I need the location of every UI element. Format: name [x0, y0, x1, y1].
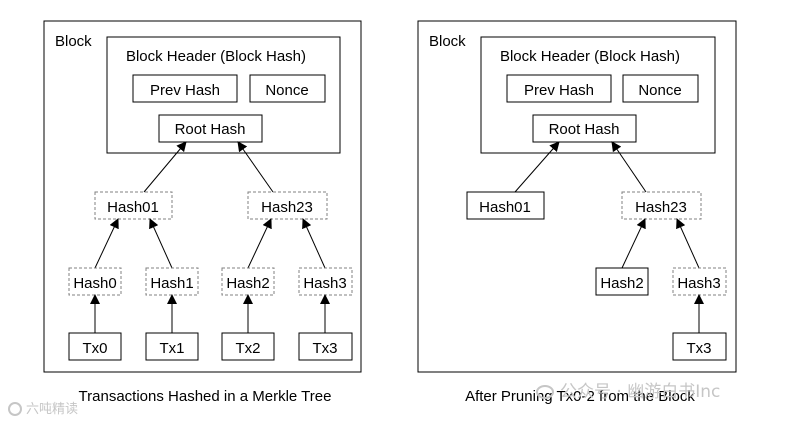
left-prev-hash-label: Prev Hash [150, 82, 220, 99]
left-tx1-box [145, 332, 199, 361]
left-block-header [106, 36, 341, 154]
right-hash2-label: Hash2 [600, 275, 643, 292]
left-hash1-label: Hash1 [150, 275, 193, 292]
left-hash01-box [94, 191, 173, 220]
left-header-label: Block Header (Block Hash) [126, 48, 306, 65]
watermark-logo-icon [8, 402, 22, 416]
right-arrow-hash01-root [514, 141, 560, 193]
right-nonce-label: Nonce [638, 82, 681, 99]
left-hash2-label: Hash2 [226, 275, 269, 292]
watermark-right-text: 公众号 · 幽游白书Inc [560, 382, 721, 402]
right-hash01-label: Hash01 [479, 199, 531, 216]
right-root-hash-box [532, 114, 637, 143]
watermark-bottom-left: 六吨精读 [8, 398, 78, 417]
right-tx3-label: Tx3 [686, 340, 711, 357]
right-arrow-hash3-hash23 [676, 218, 700, 269]
right-prev-hash-label: Prev Hash [524, 82, 594, 99]
left-arrow-hash23-root [237, 141, 274, 193]
right-hash23-box [621, 191, 702, 220]
left-block-frame [43, 20, 362, 373]
left-root-hash-box [158, 114, 263, 143]
left-block-label: Block [55, 33, 92, 50]
right-nonce-box [622, 74, 699, 103]
left-arrow-hash1-hash01 [149, 218, 173, 269]
left-prev-hash-box [132, 74, 238, 103]
watermark-bottom-right: 公众号 · 幽游白书Inc [536, 377, 720, 402]
right-arrow-hash2-hash23 [621, 218, 646, 269]
watermark-wechat-icon [536, 385, 554, 399]
left-hash01-label: Hash01 [107, 199, 159, 216]
left-arrow-hash2-hash23 [247, 218, 272, 269]
right-hash23-label: Hash23 [635, 199, 687, 216]
right-panel: Block Block Header (Block Hash) Prev Has… [417, 20, 737, 405]
right-block-header [480, 36, 716, 154]
left-tx0-label: Tx0 [82, 340, 107, 357]
right-root-hash-label: Root Hash [549, 121, 620, 138]
left-caption: Transactions Hashed in a Merkle Tree [79, 388, 332, 405]
right-hash3-label: Hash3 [677, 275, 720, 292]
left-arrow-hash3-hash23 [302, 218, 326, 269]
left-hash0-label: Hash0 [73, 275, 116, 292]
left-hash3-label: Hash3 [303, 275, 346, 292]
left-arrow-hash0-hash01 [94, 218, 119, 269]
right-arrow-hash23-root [611, 141, 647, 193]
left-nonce-box [249, 74, 326, 103]
right-hash2-box [595, 267, 649, 296]
right-header-label: Block Header (Block Hash) [500, 48, 680, 65]
left-hash23-label: Hash23 [261, 199, 313, 216]
right-block-frame [417, 20, 737, 373]
left-tx3-label: Tx3 [312, 340, 337, 357]
right-tx3-box [672, 332, 727, 361]
left-root-hash-label: Root Hash [175, 121, 246, 138]
left-hash23-box [247, 191, 328, 220]
left-tx0-box [68, 332, 122, 361]
left-tx2-label: Tx2 [235, 340, 260, 357]
left-nonce-label: Nonce [265, 82, 308, 99]
right-block-label: Block [429, 33, 466, 50]
right-hash01-box [466, 191, 545, 220]
left-arrow-hash01-root [143, 141, 187, 193]
right-caption: After Pruning Tx0-2 from the Block [465, 388, 695, 405]
left-tx3-box [298, 332, 353, 361]
left-tx2-box [221, 332, 275, 361]
watermark-left-text: 六吨精读 [26, 402, 79, 417]
right-prev-hash-box [506, 74, 612, 103]
left-panel: Block Block Header (Block Hash) Prev Has… [43, 20, 362, 405]
left-tx1-label: Tx1 [159, 340, 184, 357]
